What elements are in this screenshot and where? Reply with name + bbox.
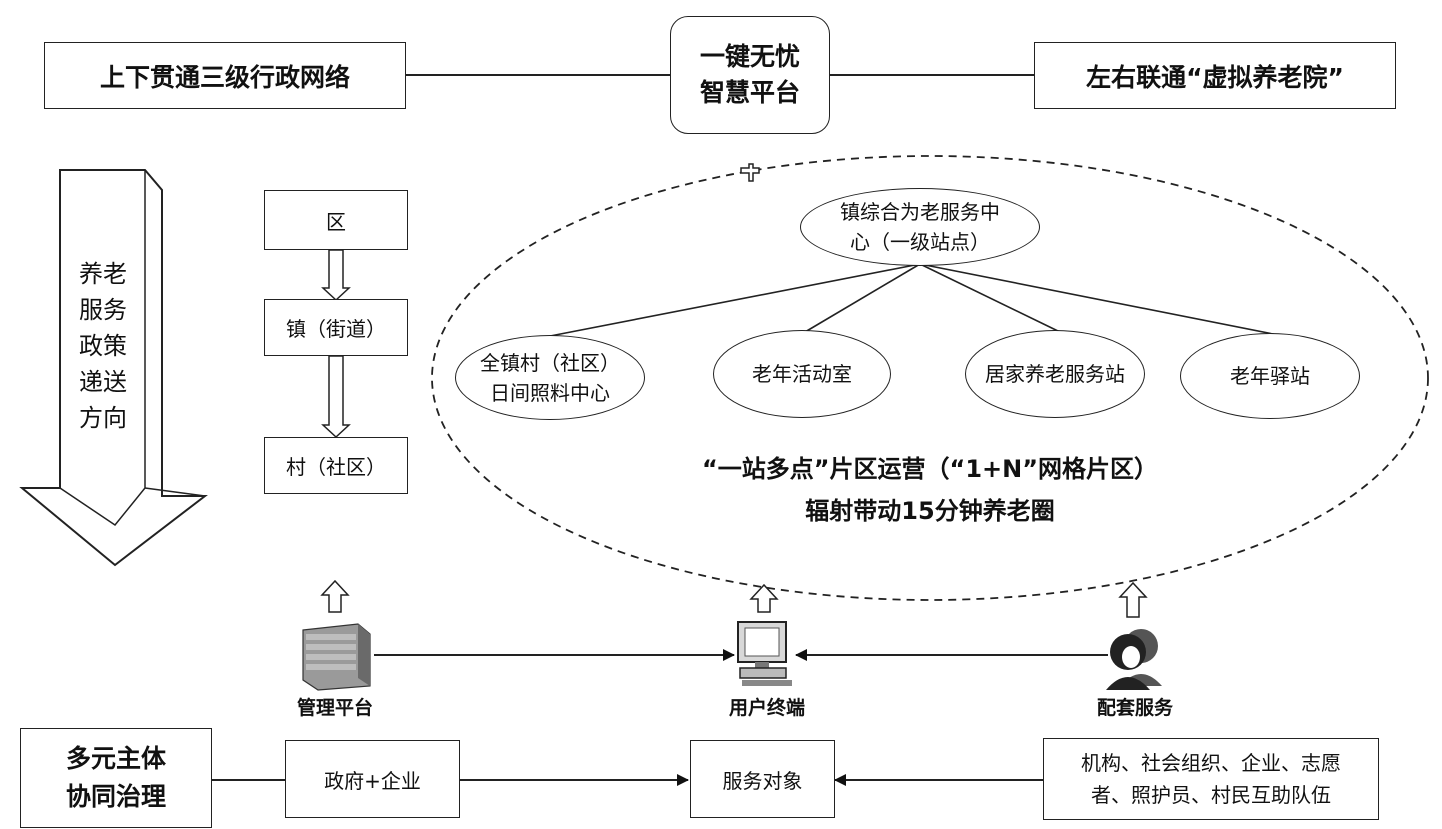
network-caption-line2: 辐射带动15分钟养老圈	[805, 497, 1055, 525]
server-up-arrow	[320, 579, 350, 613]
server-icon	[302, 623, 371, 691]
town-box: 镇（街道）	[264, 299, 408, 356]
gov-enterprise-label: 政府+企业	[324, 768, 421, 793]
service-providers-line2: 者、照护员、村民互助队伍	[1091, 783, 1331, 807]
support-services-label: 配套服务	[1096, 697, 1173, 719]
town-service-center-line1: 镇综合为老服务中	[840, 200, 1000, 224]
management-platform-label: 管理平台	[296, 697, 373, 719]
user-terminal-label: 用户终端	[728, 697, 805, 719]
day-care-center-node: 全镇村（社区） 日间照料中心	[455, 335, 645, 420]
elderly-post-node: 老年驿站	[1180, 333, 1360, 419]
town-service-center-node: 镇综合为老服务中 心（一级站点）	[800, 188, 1040, 266]
home-care-station-node: 居家养老服务站	[965, 330, 1145, 418]
policy-arrow-line: 服务	[79, 296, 127, 324]
elderly-post-label: 老年驿站	[1230, 364, 1310, 388]
smart-platform-box: 一键无忧 智慧平台	[670, 16, 830, 134]
service-providers-box: 机构、社会组织、企业、志愿 者、照护员、村民互助队伍	[1043, 738, 1379, 820]
people-up-arrow	[1118, 581, 1148, 618]
three-level-admin-network-box: 上下贯通三级行政网络	[44, 42, 406, 109]
village-label: 村（社区）	[286, 455, 386, 479]
smart-platform-line1: 一键无忧	[699, 42, 800, 71]
network-caption-line1: “一站多点”片区运营（“1+N”网格片区）	[702, 455, 1158, 483]
service-target-box: 服务对象	[690, 740, 835, 818]
computer-up-arrow	[749, 583, 779, 613]
policy-arrow-line: 递送	[79, 368, 127, 396]
day-care-center-line1: 全镇村（社区）	[480, 350, 620, 375]
multi-party-governance-line1: 多元主体	[65, 744, 166, 773]
activity-room-label: 老年活动室	[752, 362, 852, 386]
network-caption: “一站多点”片区运营（“1+N”网格片区） 辐射带动15分钟养老圈	[560, 448, 1300, 532]
multi-party-governance-line2: 协同治理	[65, 782, 166, 811]
district-to-town-arrow	[321, 249, 351, 302]
service-target-label: 服务对象	[722, 768, 803, 793]
activity-room-node: 老年活动室	[713, 330, 891, 418]
service-providers-line1: 机构、社会组织、企业、志愿	[1081, 751, 1341, 775]
town-service-center-line2: 心（一级站点）	[850, 230, 990, 254]
three-level-admin-network-label: 上下贯通三级行政网络	[99, 62, 350, 92]
policy-arrow-line: 方向	[79, 404, 127, 432]
town-label: 镇（街道）	[286, 317, 386, 341]
service-circle	[431, 155, 1429, 601]
day-care-center-line2: 日间照料中心	[490, 380, 610, 405]
home-care-station-label: 居家养老服务站	[985, 362, 1125, 386]
policy-arrow-line: 养老	[79, 260, 127, 288]
policy-arrow-line: 政策	[79, 332, 127, 360]
district-box: 区	[264, 190, 408, 250]
multi-party-governance-box: 多元主体 协同治理	[20, 728, 212, 828]
smart-platform-line2: 智慧平台	[699, 78, 800, 107]
virtual-nursing-home-box: 左右联通“虚拟养老院”	[1034, 42, 1396, 109]
village-box: 村（社区）	[264, 437, 408, 494]
town-to-village-arrow	[321, 355, 351, 439]
district-label: 区	[326, 209, 346, 234]
gov-enterprise-box: 政府+企业	[285, 740, 460, 818]
people-icon	[1106, 629, 1162, 690]
policy-arrow-text: 养老 服务 政策 递送 方向	[64, 256, 142, 436]
computer-icon	[737, 621, 792, 686]
virtual-nursing-home-label: 左右联通“虚拟养老院”	[1086, 62, 1344, 92]
